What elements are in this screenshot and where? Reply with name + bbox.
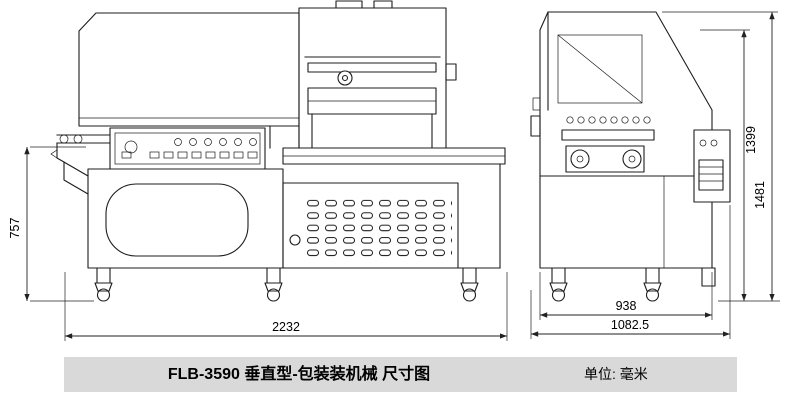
side-control-cabinet <box>693 129 731 203</box>
dim-front-height: 757 <box>8 146 94 302</box>
dim-side-base-width-label: 938 <box>616 299 637 313</box>
side-mechanism <box>530 34 665 268</box>
front-control-panel <box>109 127 266 170</box>
dim-side-height-inner: 1399 <box>700 29 758 301</box>
front-hood <box>78 12 300 127</box>
drawing-title: FLB-3590 垂直型-包装装机械 尺寸图 <box>167 366 431 383</box>
dim-front-width: 2232 <box>64 272 508 341</box>
dim-side-height-inner-label: 1399 <box>744 126 758 154</box>
side-legs-casters <box>549 267 716 302</box>
front-view <box>50 0 506 302</box>
front-sealing-tower <box>298 0 457 157</box>
machine-dimension-drawing: 757 2232 938 1082.5 <box>8 0 780 341</box>
front-left-cabinet <box>87 168 284 269</box>
unit-label: 单位: 毫米 <box>584 366 648 382</box>
front-legs-casters <box>94 267 479 302</box>
dim-front-width-label: 2232 <box>272 320 300 334</box>
dim-side-overall-width-label: 1082.5 <box>611 318 649 332</box>
front-right-cabinet <box>282 182 459 269</box>
front-infeed-conveyor <box>50 134 111 195</box>
dim-side-overall-height: 1481 <box>662 11 780 302</box>
dimension-annotations: 757 2232 938 1082.5 <box>8 11 780 341</box>
dim-side-overall-height-label: 1481 <box>753 181 767 209</box>
title-bar: FLB-3590 垂直型-包装装机械 尺寸图 单位: 毫米 <box>64 357 737 392</box>
dim-front-height-label: 757 <box>8 218 22 239</box>
dim-side-base-width: 938 <box>539 272 713 320</box>
dim-side-overall-width: 1082.5 <box>530 205 731 339</box>
side-view <box>530 11 731 302</box>
